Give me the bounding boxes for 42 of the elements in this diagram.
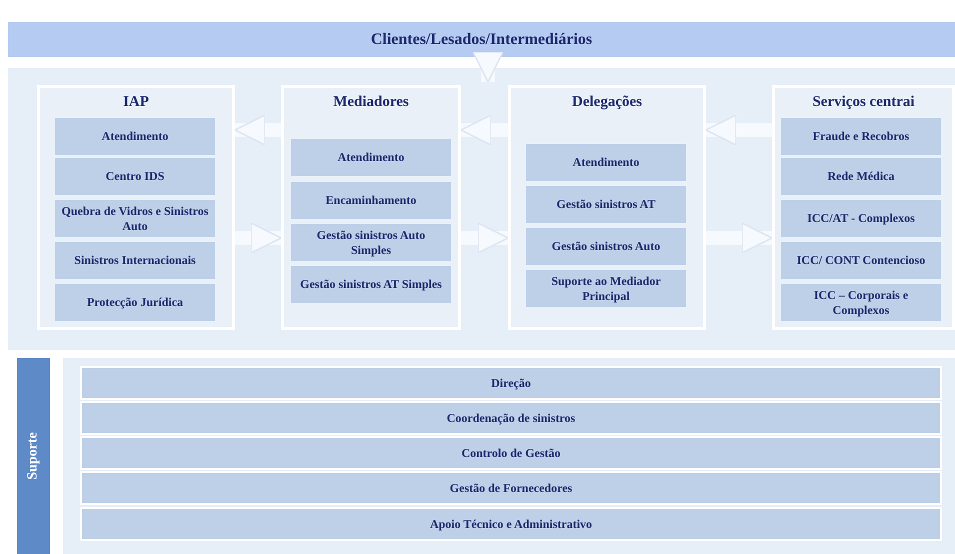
side-band: Suporte (17, 358, 50, 554)
item-box: ICC/ CONT Contencioso (781, 242, 941, 279)
header-band: Clientes/Lesados/Intermediários (8, 22, 955, 57)
row-box: Coordenação de sinistros (80, 401, 942, 435)
item-box: Gestão sinistros AT (526, 186, 686, 223)
arrow (706, 222, 773, 254)
arrow (472, 51, 504, 83)
arrow (460, 114, 508, 146)
item-box: Encaminhamento (291, 182, 451, 219)
row-box: Controlo de Gestão (80, 436, 942, 470)
row-box: Apoio Técnico e Administrativo (80, 507, 942, 541)
item-box: Gestão sinistros Auto (526, 228, 686, 265)
item-box: Atendimento (526, 144, 686, 181)
item-box: Suporte ao Mediador Principal (526, 270, 686, 307)
item-box: Fraude e Recobros (781, 118, 941, 155)
column-heading: Mediadores (332, 94, 410, 111)
item-box: Gestão sinistros Auto Simples (291, 224, 451, 261)
row-box: Direção (80, 366, 942, 400)
arrow (234, 114, 281, 146)
item-box: Centro IDS (55, 158, 215, 195)
arrow (235, 222, 282, 254)
panel-background (63, 358, 955, 554)
item-box: Quebra de Vidros e Sinistros Auto (55, 200, 215, 237)
column-panel (281, 85, 461, 330)
arrow (461, 222, 509, 254)
column-panel (508, 85, 706, 330)
item-box: ICC – Corporais e Complexos (781, 284, 941, 321)
item-box: Protecção Jurídica (55, 284, 215, 321)
column-panel (37, 85, 235, 330)
item-box: Sinistros Internacionais (55, 242, 215, 279)
column-heading: IAP (122, 94, 150, 111)
item-box: ICC/AT - Complexos (781, 200, 941, 237)
item-box: Atendimento (55, 118, 215, 155)
column-heading: Delegações (571, 94, 643, 111)
panel-background (8, 68, 955, 350)
item-box: Rede Médica (781, 158, 941, 195)
column-heading: Serviços centrai (811, 94, 916, 111)
item-box: Gestão sinistros AT Simples (291, 266, 451, 303)
item-box: Atendimento (291, 139, 451, 176)
arrow (705, 114, 772, 146)
row-box: Gestão de Fornecedores (80, 471, 942, 505)
column-panel (772, 85, 955, 330)
